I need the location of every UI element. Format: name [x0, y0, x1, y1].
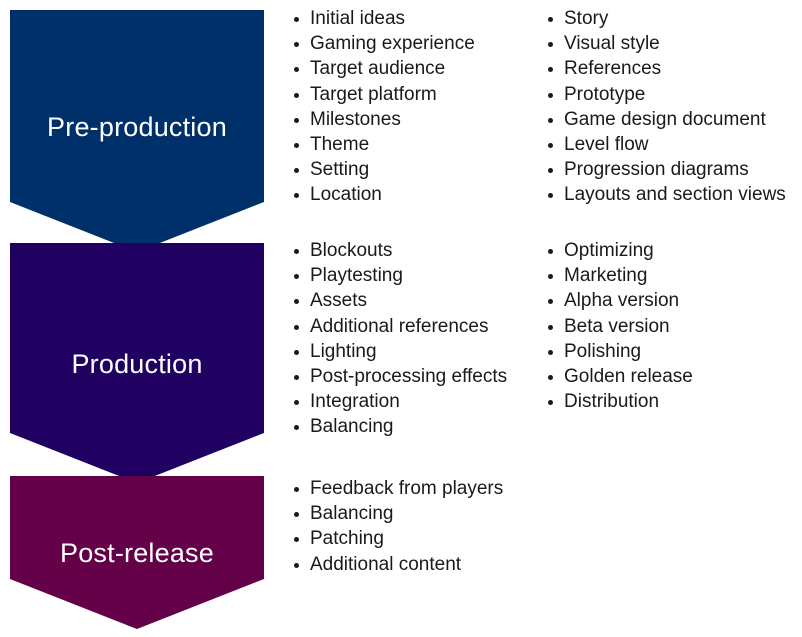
pre-production-label: Pre-production — [47, 112, 227, 142]
production-chevron — [10, 243, 264, 483]
list-item: Layouts and section views — [548, 182, 786, 207]
list-item: Additional content — [294, 552, 503, 577]
list-item: Marketing — [548, 263, 693, 288]
list-item: Story — [548, 6, 786, 31]
list-item: Target audience — [294, 56, 475, 81]
list-item: Milestones — [294, 107, 475, 132]
list-item: Balancing — [294, 501, 503, 526]
list-item: Location — [294, 182, 475, 207]
list-item: Balancing — [294, 414, 507, 439]
list-item: Beta version — [548, 314, 693, 339]
list-item: Game design document — [548, 107, 786, 132]
list-item: Playtesting — [294, 263, 507, 288]
list-item: Lighting — [294, 339, 507, 364]
list-item: Setting — [294, 157, 475, 182]
list-item: Visual style — [548, 31, 786, 56]
list-item: Post-processing effects — [294, 364, 507, 389]
list-item: Gaming experience — [294, 31, 475, 56]
list-item: Progression diagrams — [548, 157, 786, 182]
list-item: Prototype — [548, 82, 786, 107]
list-item: Theme — [294, 132, 475, 157]
list-item: Level flow — [548, 132, 786, 157]
production-label: Production — [71, 349, 203, 379]
list-item: References — [548, 56, 786, 81]
list-item: Additional references — [294, 314, 507, 339]
list-item: Distribution — [548, 389, 693, 414]
list-item: Integration — [294, 389, 507, 414]
list-item: Feedback from players — [294, 476, 503, 501]
list-item: Optimizing — [548, 238, 693, 263]
list-item: Alpha version — [548, 288, 693, 313]
post-release-label: Post-release — [60, 538, 214, 568]
pre-production-chevron — [10, 10, 264, 252]
list-item: Assets — [294, 288, 507, 313]
list-item: Polishing — [548, 339, 693, 364]
list-item: Blockouts — [294, 238, 507, 263]
list-item: Golden release — [548, 364, 693, 389]
list-item: Target platform — [294, 82, 475, 107]
post-release-chevron — [10, 476, 264, 629]
list-item: Patching — [294, 526, 503, 551]
list-item: Initial ideas — [294, 6, 475, 31]
